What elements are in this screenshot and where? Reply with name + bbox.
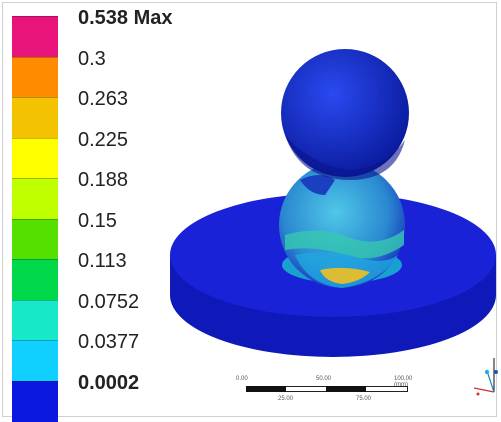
- legend-swatch: [12, 57, 58, 99]
- legend-swatch: [12, 300, 58, 342]
- legend-label: 0.0002: [78, 371, 139, 395]
- scale-label: 50.00: [316, 376, 331, 382]
- legend-swatch: [12, 381, 58, 422]
- scale-bar: 0.00 50.00 100.00 (mm) 25.00 75.00: [232, 374, 417, 414]
- legend-label: 0.0752: [78, 290, 139, 314]
- legend-label: 0.538 Max: [78, 6, 173, 30]
- top-sphere: [281, 49, 409, 180]
- middle-sphere: [279, 162, 405, 288]
- legend-swatch: [12, 178, 58, 220]
- legend-swatch: [12, 97, 58, 139]
- legend-swatch: [12, 219, 58, 261]
- legend-label: 0.3: [78, 47, 106, 71]
- legend-swatch: [12, 138, 58, 180]
- legend-label: 0.113: [78, 249, 127, 273]
- scale-segment: [246, 386, 286, 392]
- legend-label: 0.225: [78, 128, 128, 152]
- legend-swatch: [12, 259, 58, 301]
- legend-label: 0.0377: [78, 330, 139, 354]
- axis-triad-icon: [468, 352, 500, 402]
- legend-swatch: [12, 16, 58, 58]
- scale-label: 75.00: [356, 396, 371, 402]
- model-viewport[interactable]: [160, 30, 500, 420]
- legend-label: 0.15: [78, 209, 117, 233]
- scale-label: 0.00: [236, 376, 248, 382]
- legend-label: 0.263: [78, 87, 128, 111]
- scale-segment: [326, 386, 366, 392]
- legend-swatch: [12, 340, 58, 382]
- legend-label: 0.188: [78, 168, 128, 192]
- scale-label: 25.00: [278, 396, 293, 402]
